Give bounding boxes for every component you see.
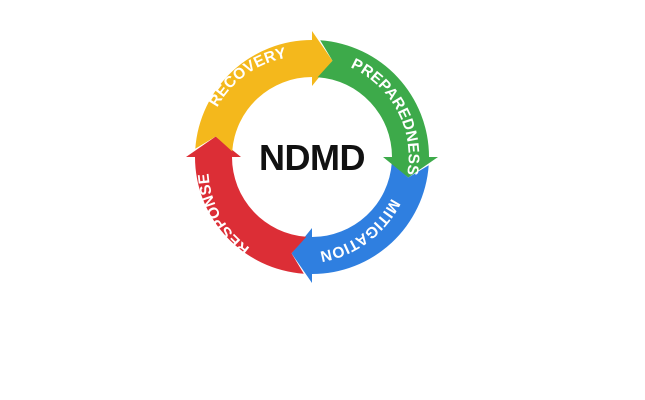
cycle-ring (186, 31, 438, 283)
recovery-arrow (195, 31, 333, 152)
mitigation-arrow (291, 162, 429, 283)
response-arrow (186, 136, 307, 274)
center-title: NDMD (259, 137, 365, 178)
preparedness-arrow (317, 40, 438, 178)
